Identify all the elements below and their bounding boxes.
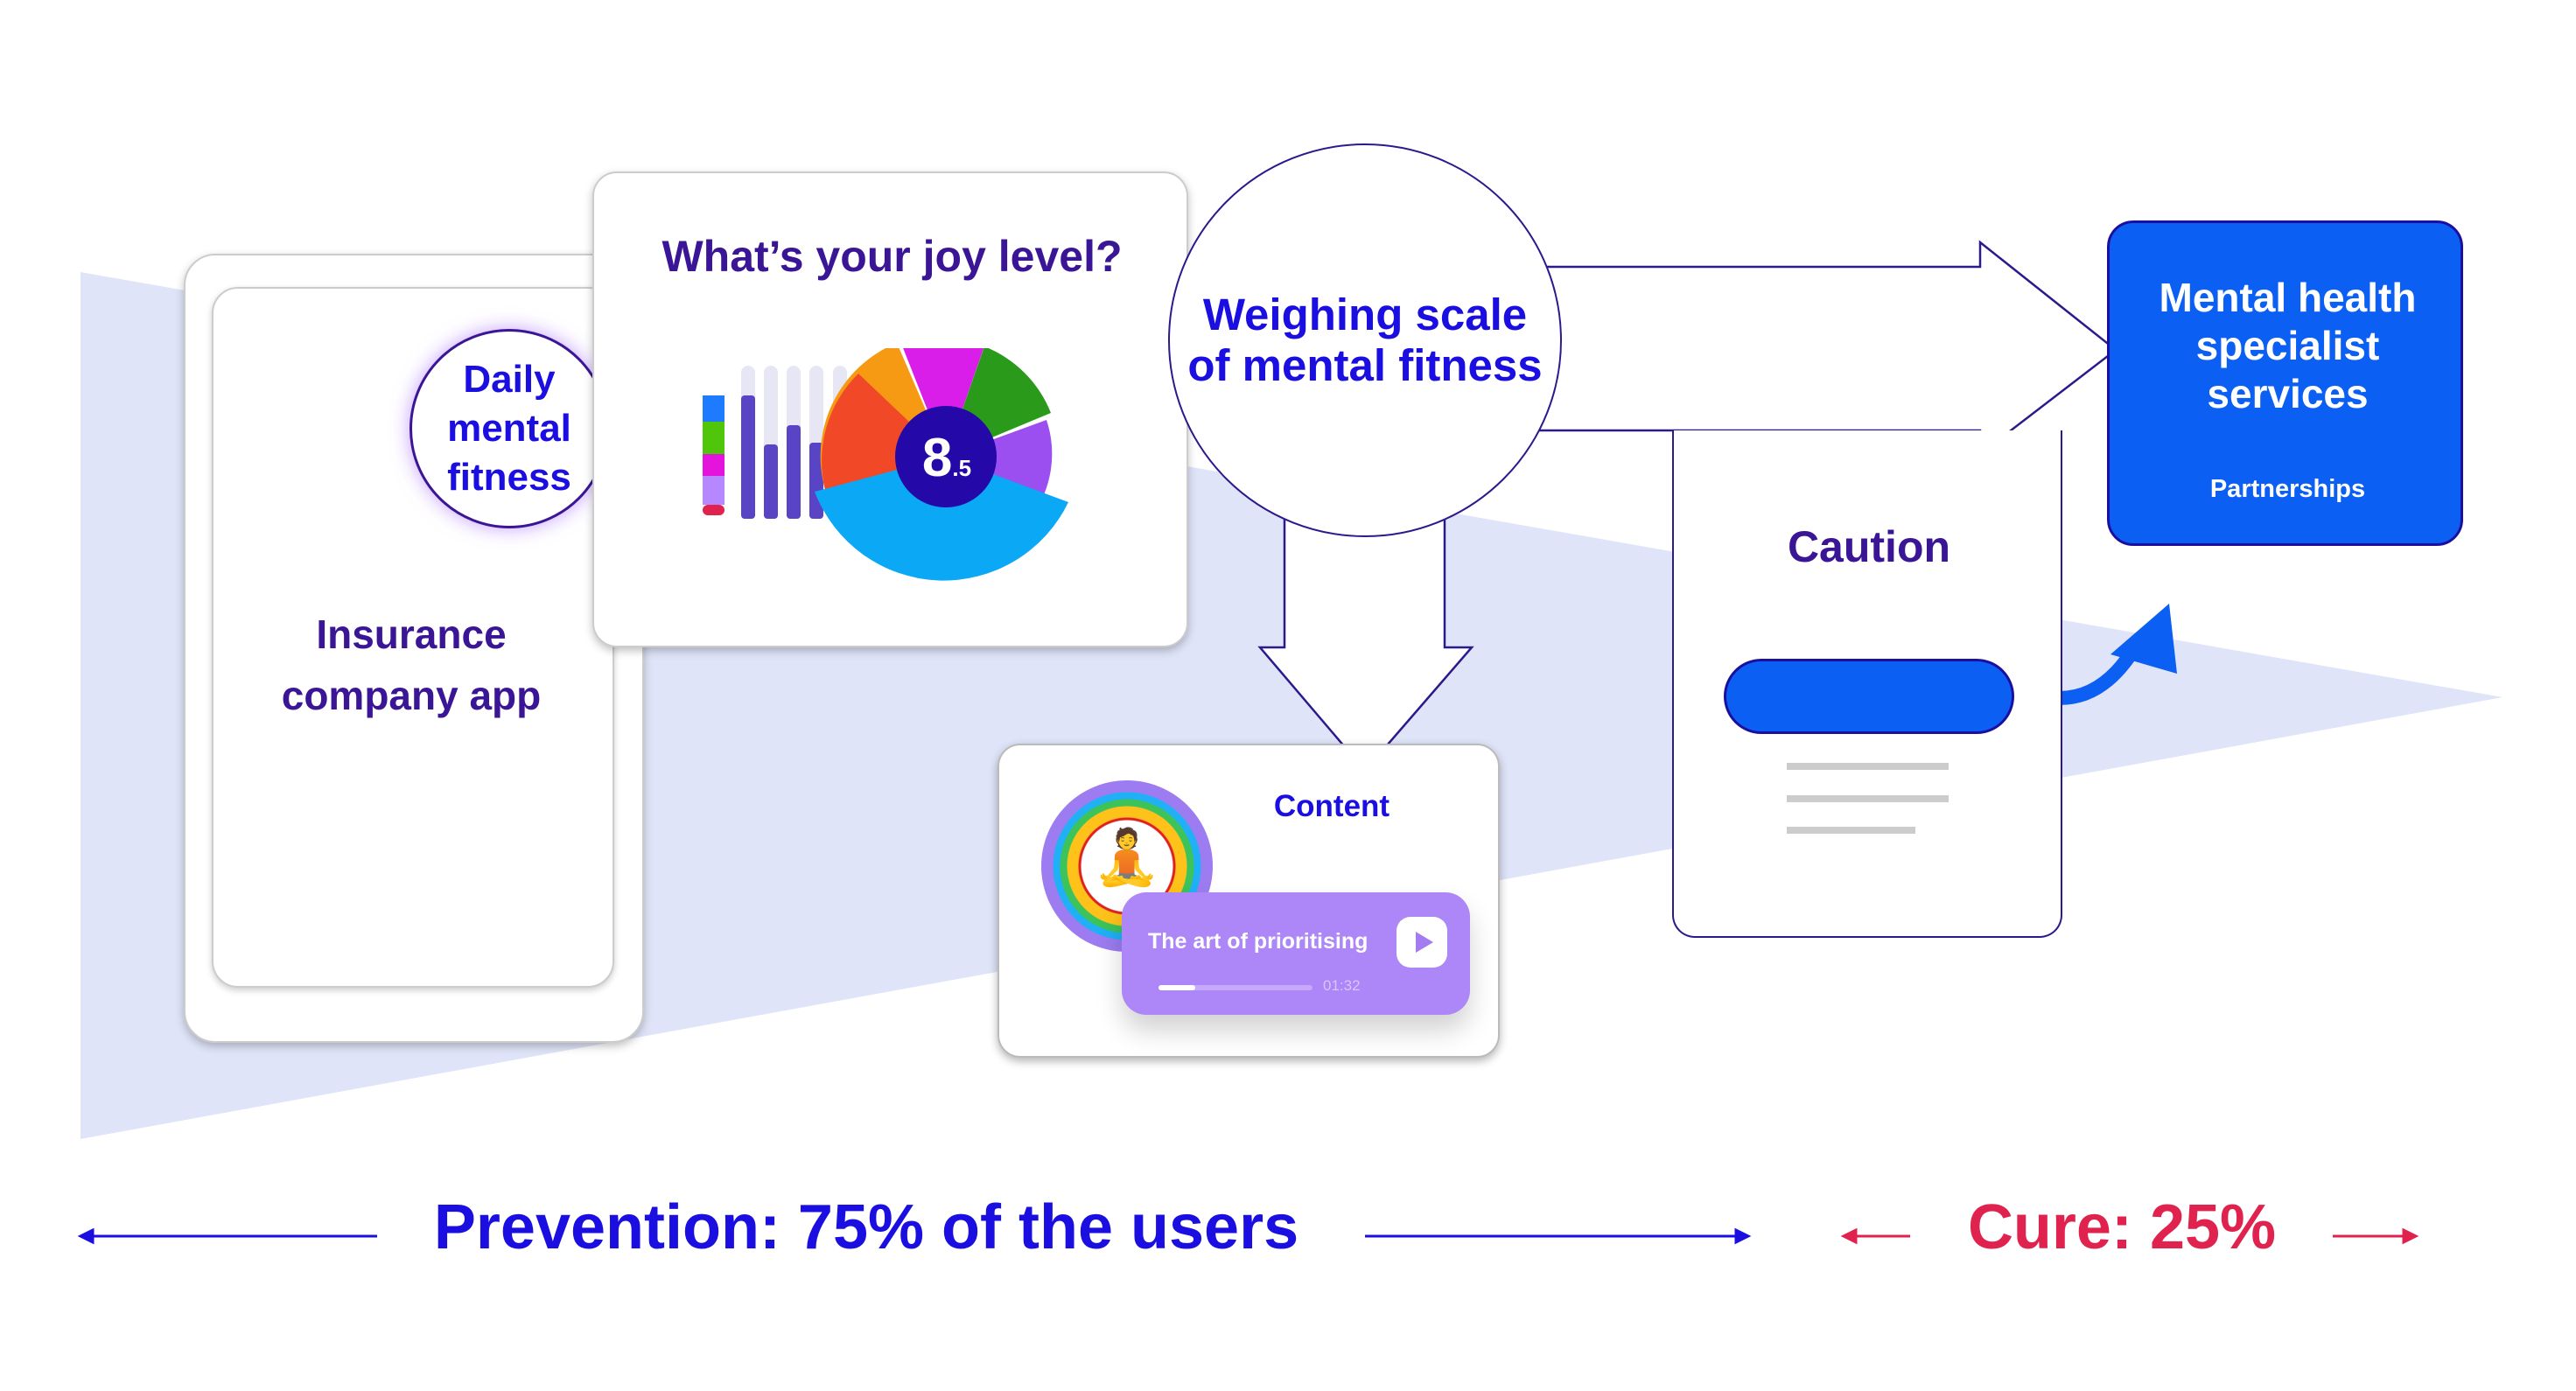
joy-chart (703, 348, 1068, 581)
content-title: Content (1273, 789, 1390, 823)
joy-score: 8.5 (918, 427, 976, 489)
specialist-subtitle: Partnerships (2209, 475, 2366, 503)
specialist-title: Mental health specialist services (2159, 275, 2417, 416)
placeholder-line (1787, 763, 1949, 770)
content-card: Content 🧘 The art of prioritising 01:32 (998, 744, 1500, 1058)
bar-stack (703, 395, 724, 515)
placeholder-line (1787, 795, 1949, 802)
track-title: The art of prioritising (1148, 929, 1368, 954)
joy-score-main: 8 (921, 428, 953, 488)
play-icon (1416, 932, 1433, 953)
caution-card: Caution (1672, 430, 2062, 938)
track-duration: 01:32 (1323, 977, 1361, 994)
caution-title: Caution (1787, 522, 1951, 571)
meditation-icon: 🧘 (1093, 828, 1161, 888)
play-button[interactable] (1396, 917, 1447, 968)
curved-arrow-head (2110, 604, 2177, 674)
placeholder-line (1787, 827, 1915, 834)
joy-level-card: What’s your joy level? 8.5 (592, 171, 1188, 647)
daily-mental-fitness-badge[interactable]: Daily mental fitness (410, 329, 609, 528)
weighing-scale-circle: Weighing scale of mental fitness (1168, 143, 1562, 537)
daily-mental-fitness-label: Daily mental fitness (447, 358, 571, 499)
joy-level-title: What’s your joy level? (662, 232, 1123, 281)
joy-sunburst (815, 348, 1068, 581)
progress-fill (1158, 985, 1196, 990)
arrow-to-specialist (1521, 240, 2118, 457)
weighing-scale-label: Weighing scale of mental fitness (1187, 290, 1543, 390)
prevention-label: Prevention: 75% of the users (433, 1192, 1299, 1262)
insurance-app-title: Insurance company app (281, 612, 542, 718)
progress-track[interactable] (1158, 985, 1312, 990)
specialist-services-box[interactable]: Mental health specialist services Partne… (2107, 220, 2463, 546)
joy-score-decimal: .5 (952, 455, 972, 481)
cure-label: Cure: 25% (1967, 1192, 2277, 1262)
caution-action-button[interactable] (1724, 659, 2014, 734)
audio-player[interactable]: The art of prioritising 01:32 (1122, 892, 1470, 1015)
